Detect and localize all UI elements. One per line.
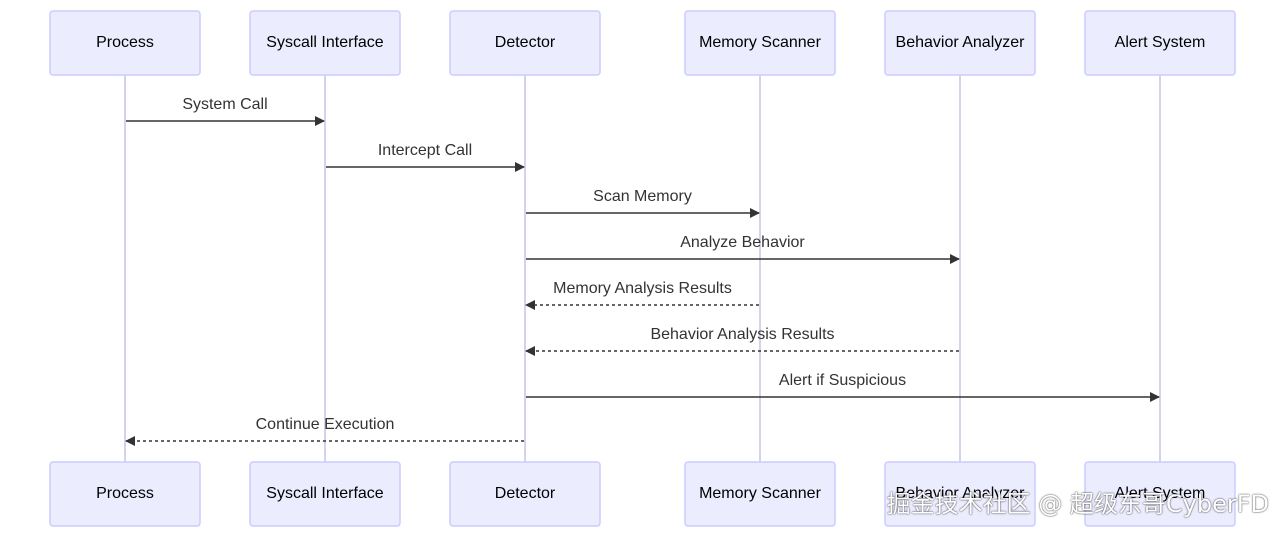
actor-label: Behavior Analyzer xyxy=(896,485,1026,502)
actor-label: Alert System xyxy=(1115,34,1206,51)
actors-top: Process Syscall Interface Detector Memory S… xyxy=(49,10,1236,76)
message-8: Continue Execution xyxy=(125,416,524,446)
message-label: Intercept Call xyxy=(378,142,472,159)
message-5: Memory Analysis Results xyxy=(525,280,759,310)
watermark: 掘金技术社区 @ 超级东哥CyberFD xyxy=(886,490,1269,518)
actor-box xyxy=(449,461,601,527)
actor-box xyxy=(1084,461,1236,527)
actor-behavior-bottom: Behavior Analyzer xyxy=(884,461,1036,527)
actor-label: Detector xyxy=(495,34,556,51)
actor-detector-bottom: Detector xyxy=(449,461,601,527)
message-7: Alert if Suspicious xyxy=(526,372,1160,402)
message-label: Memory Analysis Results xyxy=(553,280,732,297)
actor-box xyxy=(449,10,601,76)
actor-box xyxy=(1084,10,1236,76)
actor-label: Memory Scanner xyxy=(699,485,821,502)
actor-syscall-bottom: Syscall Interface xyxy=(249,461,401,527)
lifelines xyxy=(124,75,1161,462)
actor-box xyxy=(249,461,401,527)
actors-bottom: Process Syscall Interface Detector Memory S… xyxy=(49,461,1236,527)
actor-process-top: Process xyxy=(49,10,201,76)
actor-alert-bottom: Alert System xyxy=(1084,461,1236,527)
actor-syscall-top: Syscall Interface xyxy=(249,10,401,76)
message-label: Scan Memory xyxy=(593,188,692,205)
actor-alert-top: Alert System xyxy=(1084,10,1236,76)
actor-memscan-top: Memory Scanner xyxy=(684,10,836,76)
actor-box xyxy=(884,10,1036,76)
actor-label: Detector xyxy=(495,485,556,502)
actor-box xyxy=(49,461,201,527)
actor-behavior-top: Behavior Analyzer xyxy=(884,10,1036,76)
message-label: Continue Execution xyxy=(256,416,395,433)
message-2: Intercept Call xyxy=(326,142,525,172)
actor-memscan-bottom: Memory Scanner xyxy=(684,461,836,527)
actor-label: Alert System xyxy=(1115,485,1206,502)
actor-box xyxy=(684,461,836,527)
message-1: System Call xyxy=(126,96,325,126)
actor-label: Behavior Analyzer xyxy=(896,34,1026,51)
actor-label: Process xyxy=(96,34,154,51)
actor-box xyxy=(684,10,836,76)
message-label: Behavior Analysis Results xyxy=(650,326,834,343)
actor-label: Memory Scanner xyxy=(699,34,821,51)
actor-box xyxy=(49,10,201,76)
message-4: Analyze Behavior xyxy=(526,234,960,264)
actor-box xyxy=(884,461,1036,527)
message-label: Alert if Suspicious xyxy=(779,372,906,389)
actor-label: Process xyxy=(96,485,154,502)
message-6: Behavior Analysis Results xyxy=(525,326,959,356)
actor-process-bottom: Process xyxy=(49,461,201,527)
message-3: Scan Memory xyxy=(526,188,760,218)
actor-label: Syscall Interface xyxy=(266,485,383,502)
message-label: Analyze Behavior xyxy=(680,234,805,251)
message-label: System Call xyxy=(182,96,267,113)
actor-box xyxy=(249,10,401,76)
actor-detector-top: Detector xyxy=(449,10,601,76)
actor-label: Syscall Interface xyxy=(266,34,383,51)
